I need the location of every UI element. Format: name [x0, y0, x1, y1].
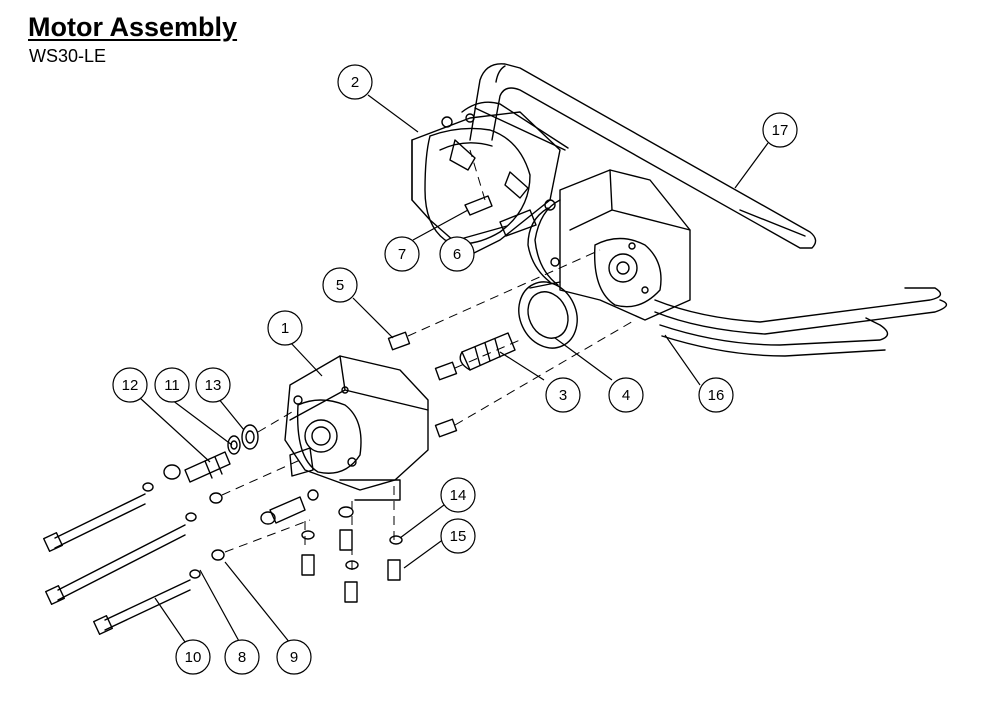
washer-stack	[142, 424, 259, 492]
pump-block	[284, 355, 429, 501]
callout-label: 12	[122, 377, 139, 394]
callout-label: 14	[450, 487, 467, 504]
callout-12: 12	[112, 367, 148, 403]
fittings-6-7	[464, 195, 537, 237]
page-subtitle: WS30-LE	[29, 46, 107, 66]
callout-bubbles: 1 2 3 4 5 6 7 8	[112, 64, 798, 675]
callout-16: 16	[698, 377, 734, 413]
callout-10: 10	[175, 639, 211, 675]
callout-label: 7	[398, 246, 406, 263]
callout-label: 17	[772, 122, 789, 139]
callout-6: 6	[439, 236, 475, 272]
alignment-lines	[221, 149, 636, 570]
callout-17: 17	[762, 112, 798, 148]
callout-4: 4	[608, 377, 644, 413]
washers-8-9	[209, 492, 225, 561]
callout-label: 1	[281, 320, 289, 337]
callout-3: 3	[545, 377, 581, 413]
callout-label: 10	[185, 649, 202, 666]
long-bolts	[42, 493, 201, 636]
callout-13: 13	[195, 367, 231, 403]
callout-label: 6	[453, 246, 461, 263]
cable-loop	[654, 287, 948, 357]
gear-motor-housing	[411, 101, 569, 256]
callout-label: 4	[622, 387, 630, 404]
motor-body	[527, 169, 691, 321]
callout-label: 8	[238, 649, 246, 666]
coupler	[459, 332, 516, 371]
callout-14: 14	[440, 477, 476, 513]
set-screws	[387, 331, 458, 438]
handle-bar	[469, 63, 817, 249]
callout-11: 11	[154, 367, 190, 403]
callout-9: 9	[276, 639, 312, 675]
callout-label: 2	[351, 74, 359, 91]
callout-1: 1	[267, 310, 303, 346]
callout-8: 8	[224, 639, 260, 675]
callout-label: 16	[708, 387, 725, 404]
page-title: Motor Assembly	[28, 12, 238, 42]
callout-label: 5	[336, 277, 344, 294]
front-hex-bolt	[260, 489, 319, 525]
callout-7: 7	[384, 236, 420, 272]
leader-lines	[139, 94, 769, 644]
bearing-ring	[518, 281, 578, 349]
callout-5: 5	[322, 267, 358, 303]
callout-label: 15	[450, 528, 467, 545]
callout-label: 9	[290, 649, 298, 666]
callout-2: 2	[337, 64, 373, 100]
callout-label: 3	[559, 387, 567, 404]
callout-label: 11	[164, 377, 180, 394]
callout-label: 13	[205, 377, 222, 394]
callout-15: 15	[440, 518, 476, 554]
